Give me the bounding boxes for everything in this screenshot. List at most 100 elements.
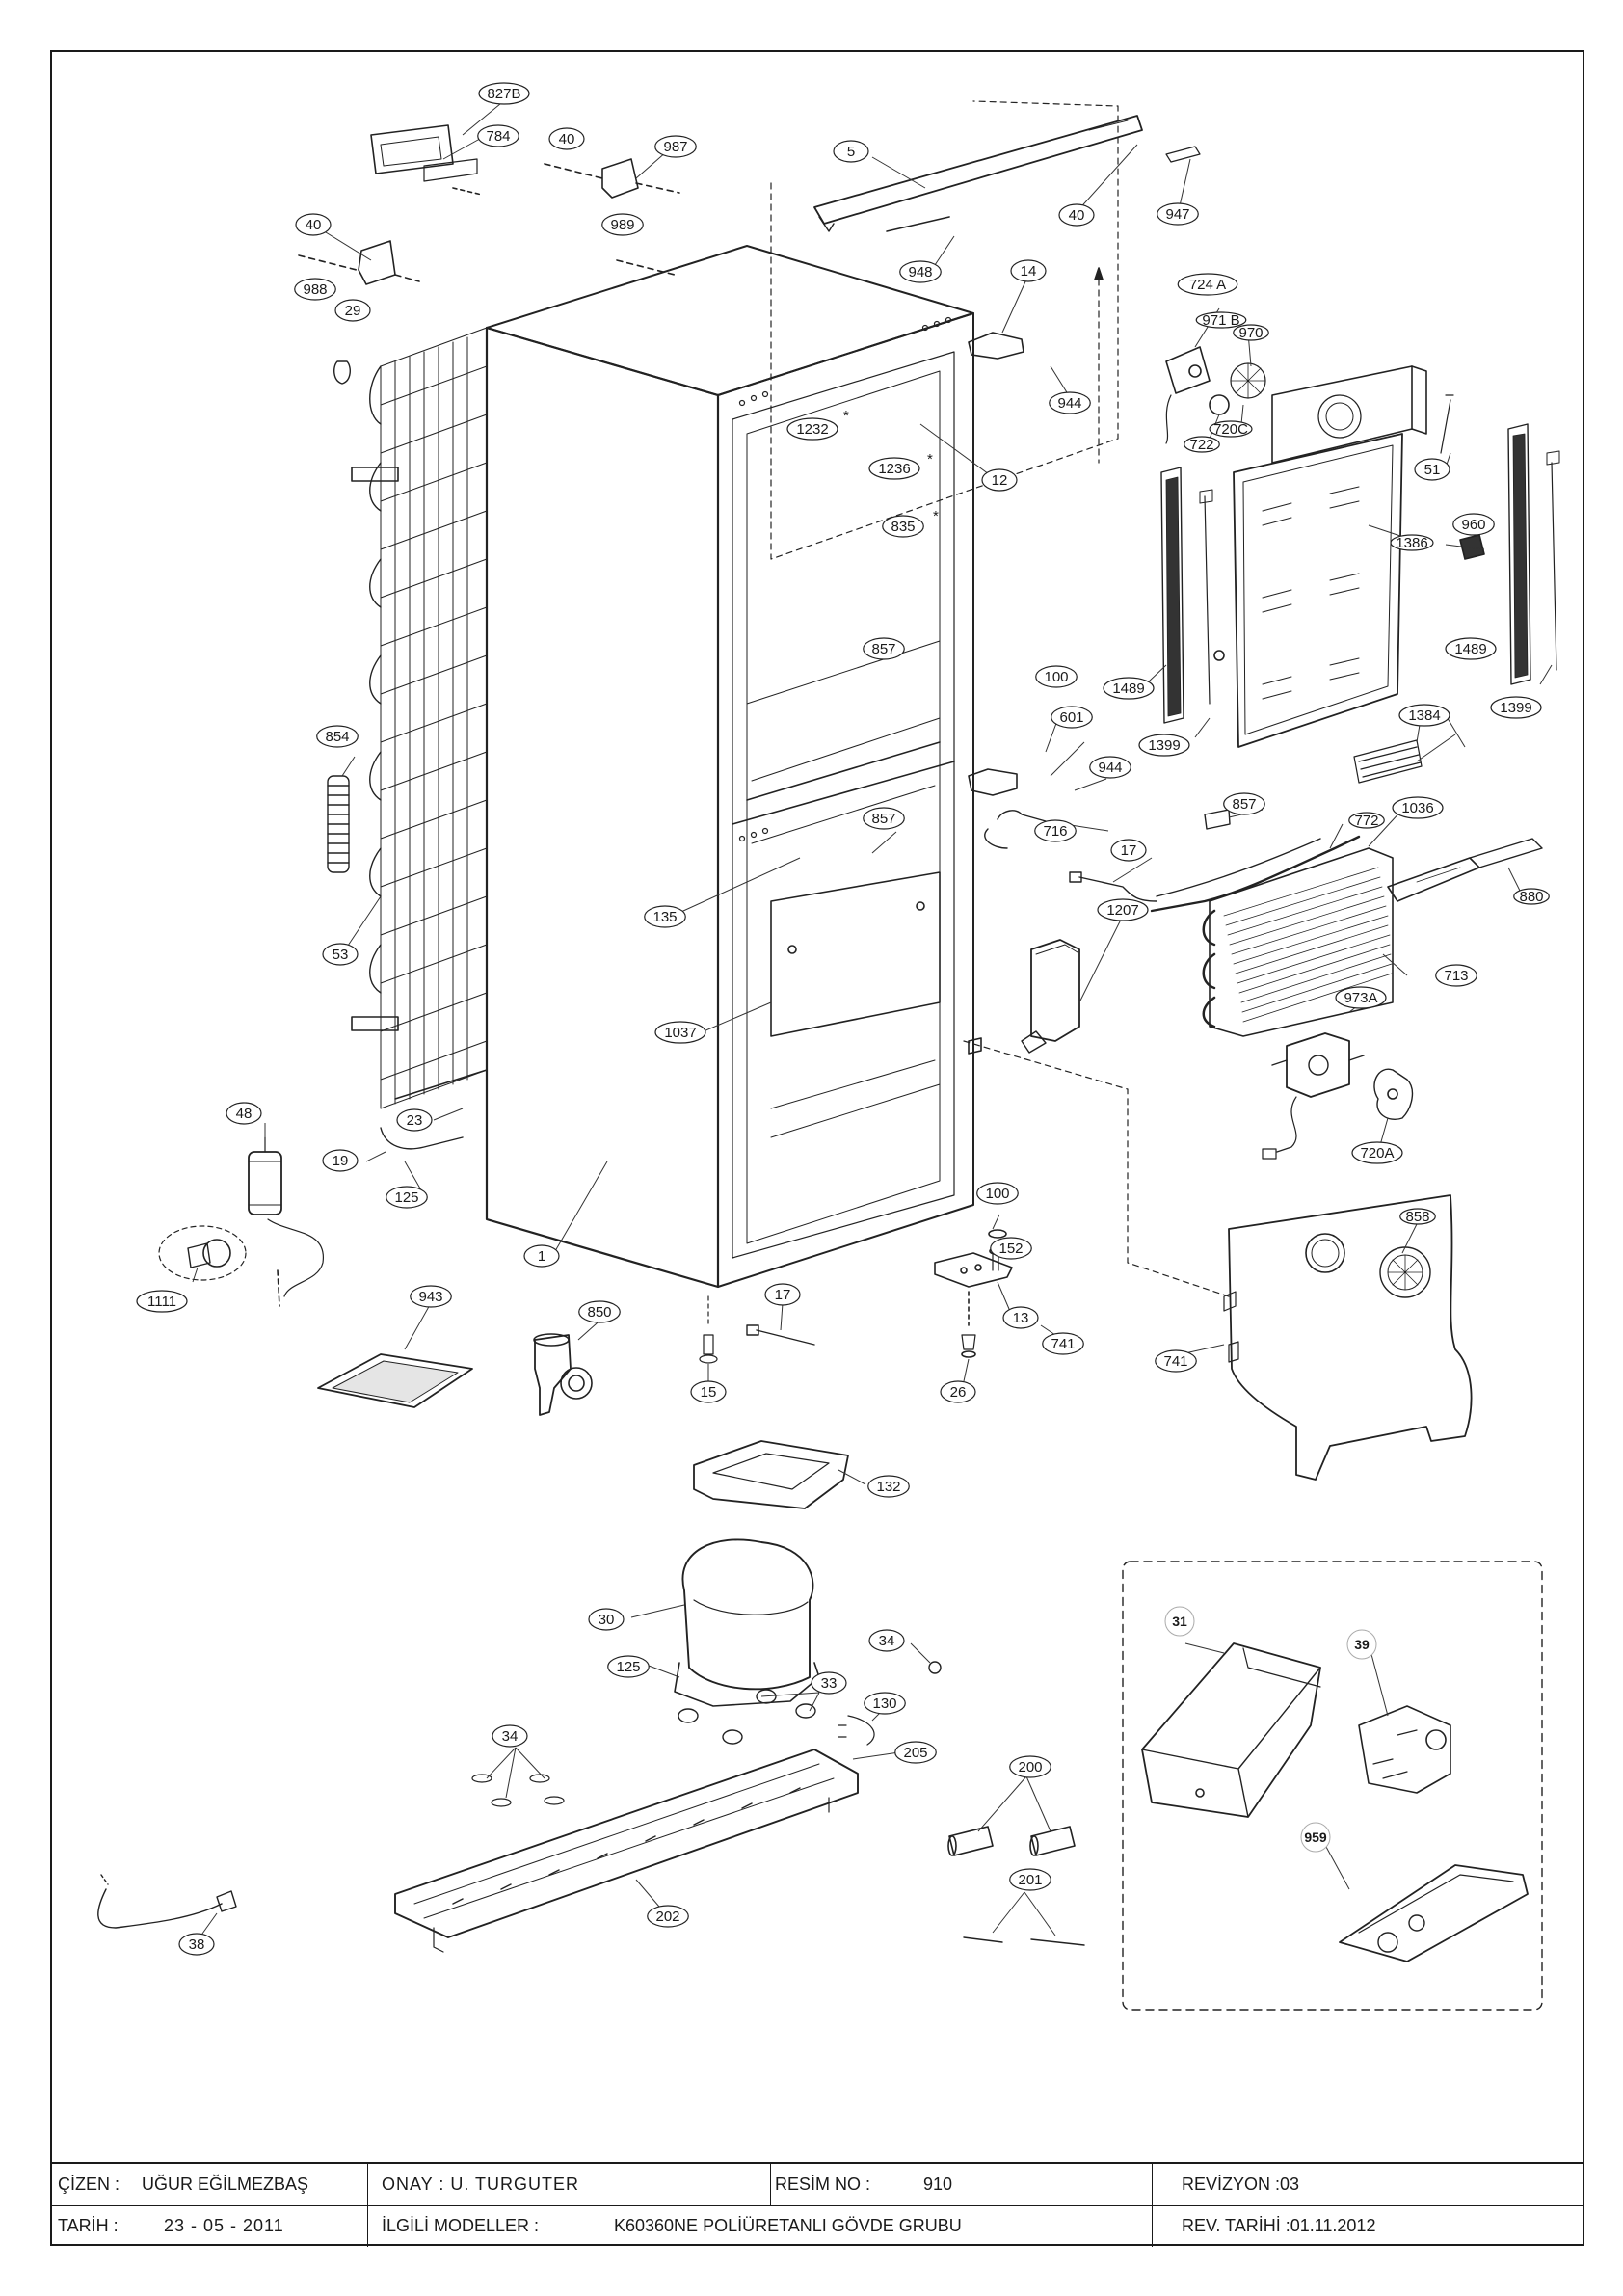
evaporator-713 — [1150, 835, 1543, 1037]
callout-bubble — [477, 124, 519, 147]
callout-bubble — [136, 1290, 188, 1313]
callout-label: 741 — [1163, 1353, 1187, 1370]
callout-1399a: 1399 — [1138, 734, 1190, 757]
screw-15 — [699, 1295, 718, 1364]
callout-948: 948 — [899, 260, 942, 283]
callout-bubble — [295, 213, 332, 236]
callout-1489b: 1489 — [1445, 637, 1497, 660]
callout-971b: 971 B — [1195, 311, 1247, 329]
tray-132 — [693, 1440, 849, 1509]
callout-857b: 857 — [863, 807, 905, 830]
callout-bubble — [1452, 513, 1495, 536]
callout-bubble — [588, 1608, 625, 1631]
callout-label: 1384 — [1408, 707, 1440, 724]
callout-label: 959 — [1304, 1829, 1327, 1845]
callout-26: 26 — [940, 1380, 976, 1403]
drawing-no-cell: RESİM NO : 910 — [771, 2164, 1153, 2205]
callout-947: 947 — [1157, 202, 1199, 226]
callout-label: 1207 — [1106, 902, 1138, 919]
callout-34a: 34 — [868, 1629, 905, 1652]
callout-202: 202 — [647, 1905, 689, 1928]
callout-bubble — [1233, 324, 1269, 341]
callout-135: 135 — [644, 905, 686, 928]
callout-857a: 857 — [863, 637, 905, 660]
callout-1399b: 1399 — [1490, 696, 1542, 719]
led-strip-right — [1507, 423, 1560, 685]
callout-label: 39 — [1354, 1637, 1370, 1652]
callout-bubble — [1346, 1629, 1377, 1660]
callout-bubble — [1177, 273, 1238, 296]
callout-label: 948 — [908, 264, 932, 280]
callout-bubble — [1348, 812, 1385, 829]
callout-bubble — [523, 1244, 560, 1268]
callout-100b: 100 — [976, 1182, 1019, 1205]
callout-784: 784 — [477, 124, 519, 147]
callout-label: 858 — [1405, 1209, 1429, 1225]
callout-label: 14 — [1021, 263, 1037, 280]
callout-label: 989 — [610, 217, 634, 233]
callout-bubble — [1209, 420, 1253, 438]
callout-bubble — [940, 1380, 976, 1403]
led-strip-left — [1160, 467, 1213, 724]
callout-label: 857 — [871, 811, 895, 827]
callout-1489a: 1489 — [1103, 677, 1155, 700]
callout-bubble — [863, 807, 905, 830]
callout-bubble — [1009, 1868, 1051, 1891]
pins-201 — [963, 1936, 1085, 1946]
callout-bubble — [1010, 259, 1047, 282]
callout-17b: 17 — [764, 1283, 801, 1306]
callout-label: 973A — [1344, 990, 1377, 1006]
callout-bubble — [1399, 1208, 1436, 1225]
callout-bubble — [1392, 796, 1444, 819]
callout-label: 1232 — [796, 421, 828, 438]
callout-989: 989 — [601, 213, 644, 236]
callout-label: 30 — [599, 1612, 615, 1628]
callout-29: 29 — [334, 299, 371, 322]
callout-label: 12 — [992, 472, 1008, 489]
callout-720c: 720C — [1209, 420, 1253, 438]
callout-bubble — [976, 1182, 1019, 1205]
related-models-label: İLGİLİ MODELLER : — [382, 2216, 540, 2235]
callout-205: 205 — [894, 1741, 937, 1764]
related-models-cell: İLGİLİ MODELLER : K60360NE POLİÜRETANLI … — [368, 2205, 1153, 2247]
callout-bubble — [786, 417, 838, 441]
callout-label: 857 — [1232, 796, 1256, 813]
callout-bubble — [478, 82, 530, 105]
callout-14: 14 — [1010, 259, 1047, 282]
callout-bubble — [1103, 677, 1155, 700]
callout-716: 716 — [1034, 819, 1077, 842]
sleeves-200 — [947, 1826, 1076, 1856]
callout-label: 854 — [325, 729, 349, 745]
callout-label: 716 — [1043, 823, 1067, 840]
callout-bubble — [1097, 898, 1149, 921]
revision-cell: REVİZYON :03 — [1153, 2164, 1584, 2205]
callout-label: 17 — [775, 1287, 791, 1303]
detail-box — [1122, 1561, 1543, 2011]
callout-987: 987 — [654, 135, 697, 158]
callout-label: 38 — [189, 1936, 205, 1953]
callout-130: 130 — [864, 1692, 906, 1715]
callout-857c: 857 — [1223, 792, 1265, 815]
power-cord-38 — [97, 1874, 237, 1929]
callout-label: 1111 — [147, 1294, 176, 1310]
callout-bubble — [386, 1186, 428, 1209]
callout-label: 857 — [871, 641, 895, 657]
callout-bubble — [316, 725, 359, 748]
callout-19: 19 — [322, 1149, 359, 1172]
callout-13: 13 — [1002, 1306, 1039, 1329]
callout-bubble — [322, 1149, 359, 1172]
callout-bubble — [548, 127, 585, 150]
callout-label: 201 — [1018, 1872, 1042, 1888]
callout-988: 988 — [294, 278, 336, 301]
callout-label: 971 B — [1202, 312, 1239, 329]
callout-label: 29 — [345, 303, 361, 319]
callout-bubble — [894, 1741, 937, 1764]
callout-label: 1386 — [1396, 535, 1427, 551]
callout-bubble — [294, 278, 336, 301]
callout-bubble — [1049, 391, 1091, 414]
callout-bubble — [811, 1671, 847, 1695]
callout-label: 1489 — [1112, 681, 1144, 697]
callout-bubble — [492, 1724, 528, 1748]
